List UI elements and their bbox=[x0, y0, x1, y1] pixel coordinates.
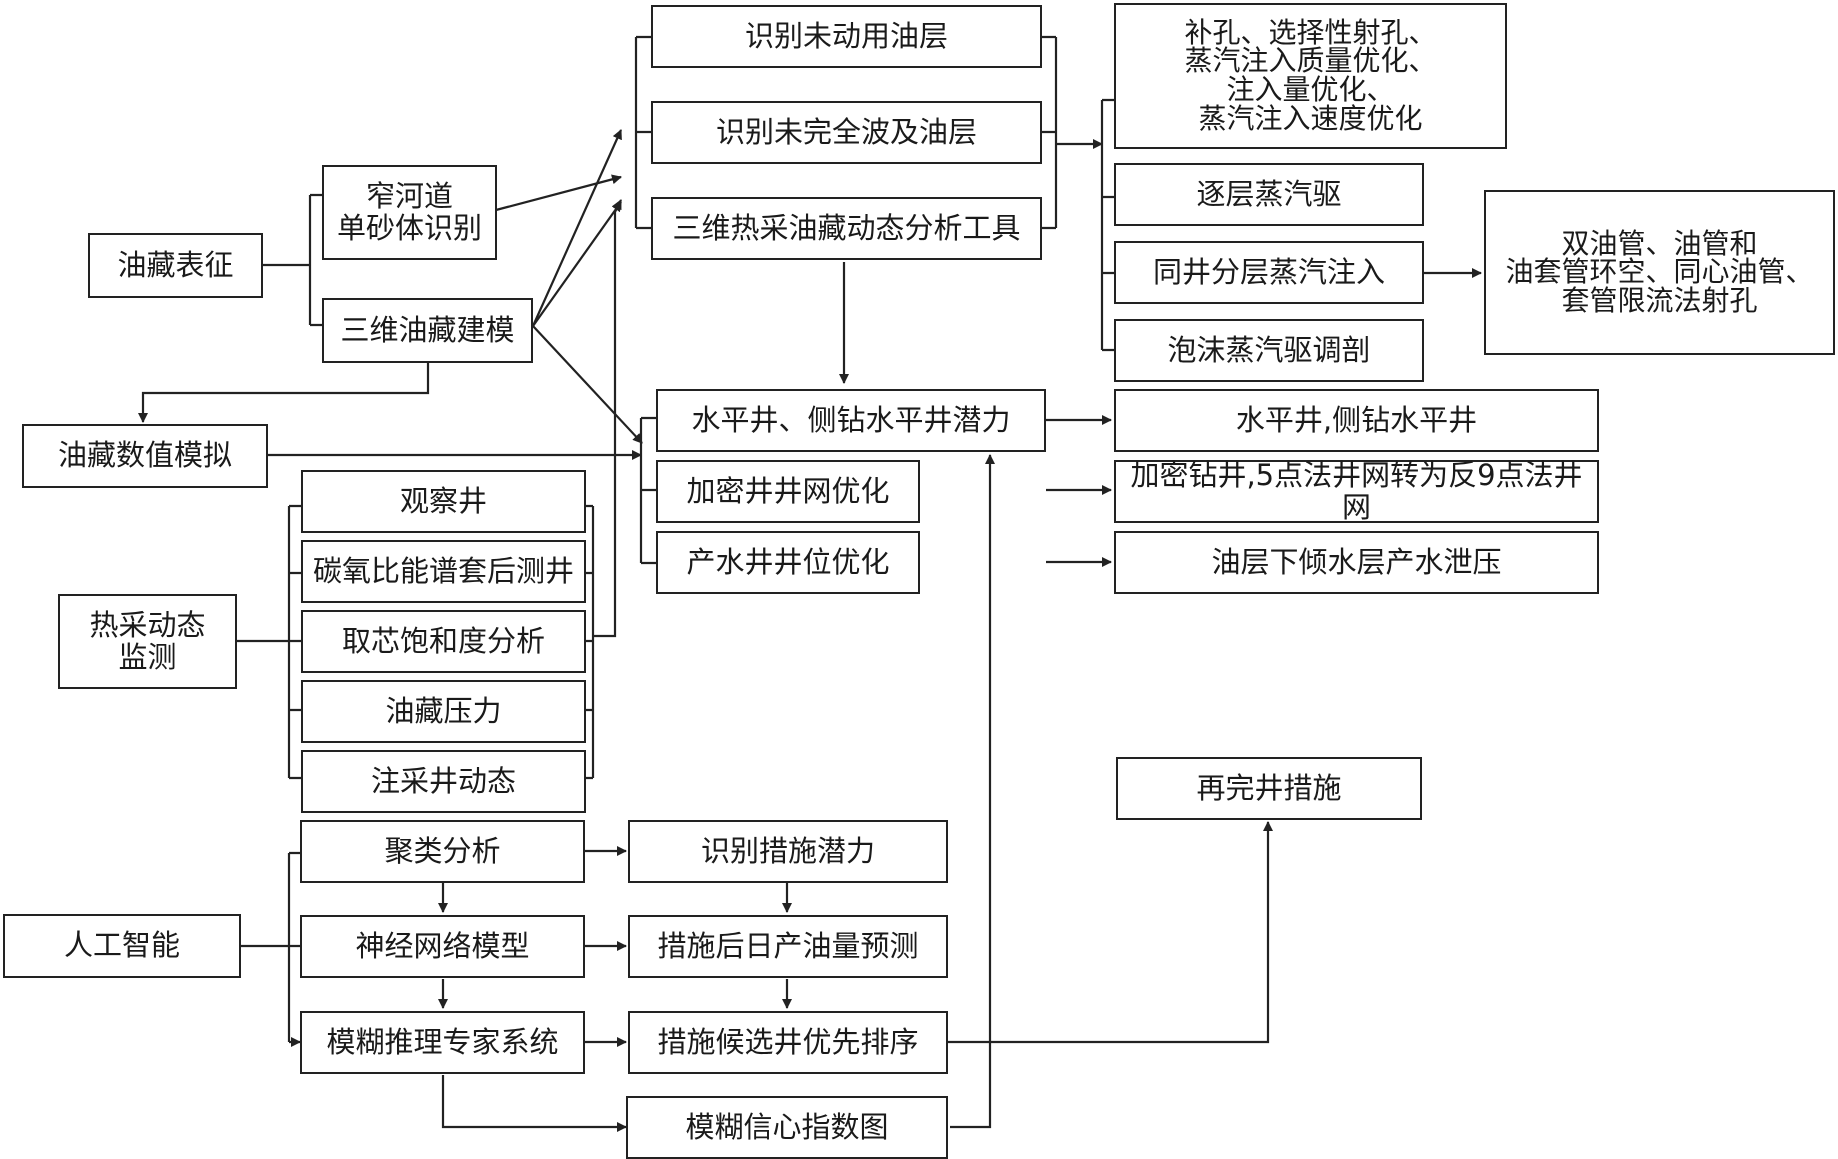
node-foam-steam-profile: 泡沫蒸汽驱调剖 bbox=[1114, 319, 1424, 382]
node-perforation-measures: 补孔、选择性射孔、 蒸汽注入质量优化、 注入量优化、 蒸汽注入速度优化 bbox=[1114, 3, 1507, 149]
node-identify-unused-layers: 识别未动用油层 bbox=[651, 5, 1042, 68]
node-injection-production-dynamics: 注采井动态 bbox=[301, 750, 586, 813]
node-identify-measure-potential: 识别措施潜力 bbox=[628, 820, 948, 883]
node-same-well-layered-injection: 同井分层蒸汽注入 bbox=[1114, 241, 1424, 304]
node-candidate-well-ranking: 措施候选井优先排序 bbox=[628, 1011, 948, 1074]
node-horizontal-well-potential: 水平井、侧钻水平井潜力 bbox=[656, 389, 1046, 452]
node-fuzzy-expert-system: 模糊推理专家系统 bbox=[300, 1011, 585, 1074]
node-neural-network-model: 神经网络模型 bbox=[300, 915, 585, 978]
node-infill-drilling-result: 加密钻井,5点法井网转为反9点法井网 bbox=[1114, 459, 1599, 523]
node-reservoir-pressure: 油藏压力 bbox=[301, 680, 586, 743]
node-horizontal-well-result: 水平井,侧钻水平井 bbox=[1114, 389, 1599, 452]
node-3d-thermal-dynamic-tool: 三维热采油藏动态分析工具 bbox=[651, 197, 1042, 260]
node-observation-well: 观察井 bbox=[301, 470, 586, 533]
node-reservoir-characterization: 油藏表征 bbox=[88, 233, 263, 298]
node-identify-partial-sweep: 识别未完全波及油层 bbox=[651, 101, 1042, 164]
node-artificial-intelligence: 人工智能 bbox=[3, 914, 241, 978]
node-reservoir-numerical-sim: 油藏数值模拟 bbox=[22, 424, 268, 488]
node-core-saturation-analysis: 取芯饱和度分析 bbox=[301, 610, 586, 673]
node-co-spectral-log: 碳氧比能谱套后测井 bbox=[301, 540, 586, 603]
node-water-drainage-result: 油层下倾水层产水泄压 bbox=[1114, 531, 1599, 594]
node-thermal-dynamic-monitoring: 热采动态 监测 bbox=[58, 594, 237, 689]
node-recompletion-measures: 再完井措施 bbox=[1116, 757, 1422, 820]
node-narrow-channel-sand-id: 窄河道 单砂体识别 bbox=[322, 165, 497, 260]
node-fuzzy-confidence-map: 模糊信心指数图 bbox=[626, 1096, 948, 1159]
node-dual-tubing: 双油管、油管和 油套管环空、同心油管、 套管限流法射孔 bbox=[1484, 190, 1835, 355]
node-infill-pattern-optimization: 加密井井网优化 bbox=[656, 460, 920, 523]
node-post-measure-oil-prediction: 措施后日产油量预测 bbox=[628, 915, 948, 978]
node-water-well-location-optimization: 产水井井位优化 bbox=[656, 531, 920, 594]
node-layered-steam-flood: 逐层蒸汽驱 bbox=[1114, 163, 1424, 226]
node-cluster-analysis: 聚类分析 bbox=[300, 820, 585, 883]
node-3d-reservoir-modeling: 三维油藏建模 bbox=[322, 298, 533, 363]
